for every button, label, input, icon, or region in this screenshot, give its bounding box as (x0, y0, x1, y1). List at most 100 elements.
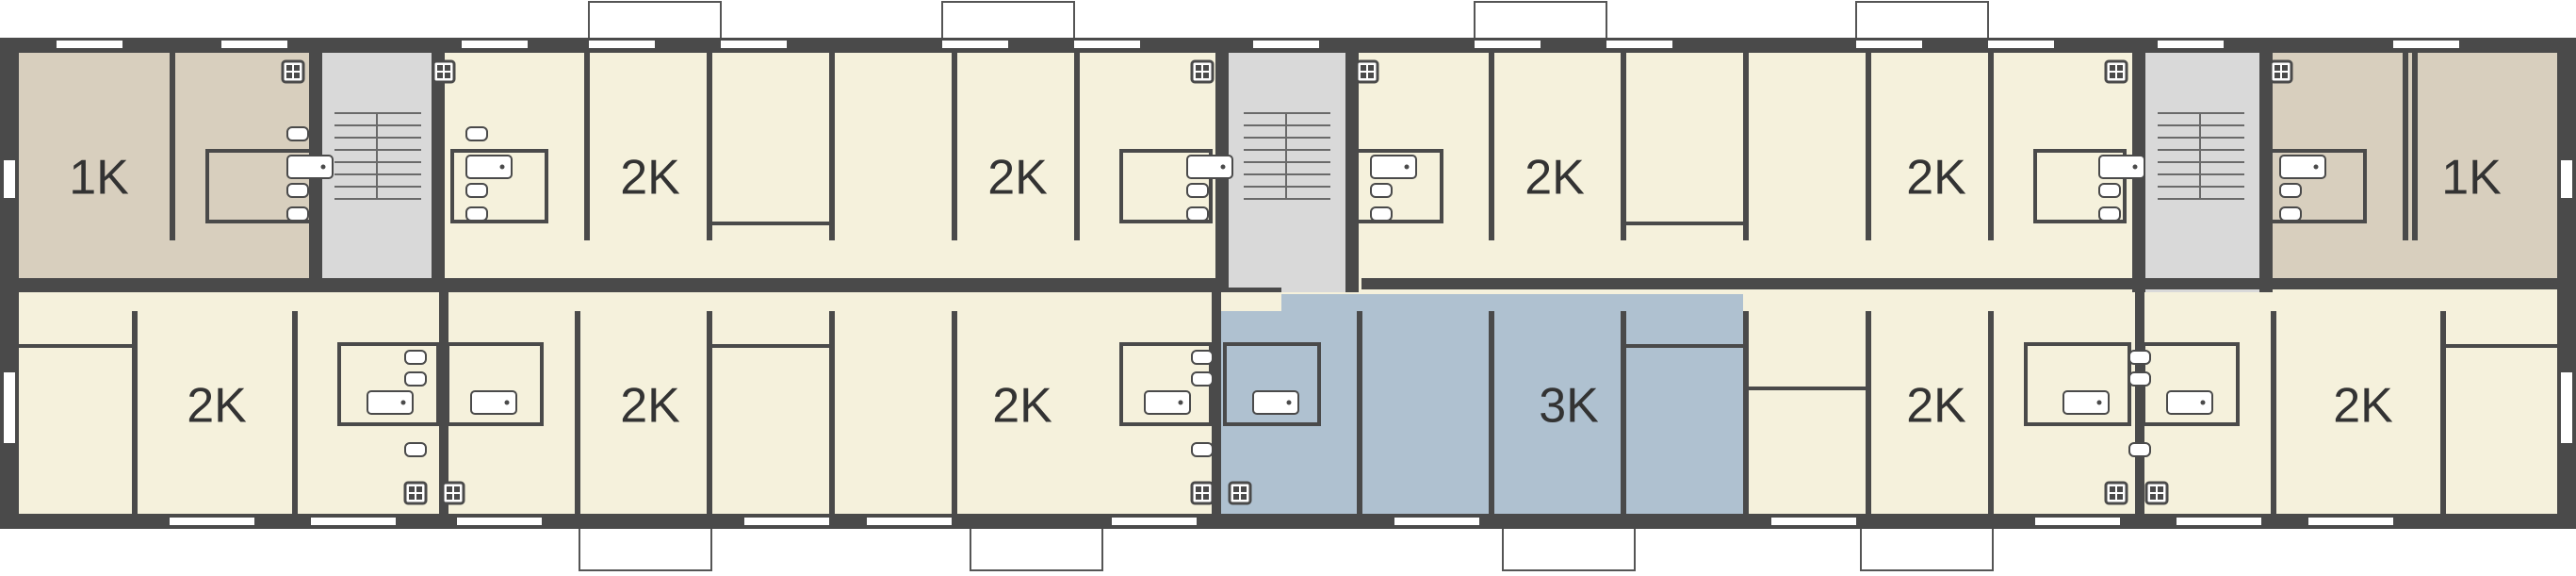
stair-wall (2259, 52, 2273, 292)
partition-wall (1489, 311, 1494, 514)
bathtub-icon (470, 390, 517, 415)
apartment-divider (1212, 292, 1221, 518)
sink-icon (2098, 206, 2121, 222)
apartment-2k-bottom-4[interactable] (1743, 294, 2139, 517)
outer-wall-bottom (0, 514, 2576, 529)
window (2035, 518, 2120, 525)
bathroom-box (2033, 149, 2127, 223)
bathtub-icon (2062, 390, 2110, 415)
bathroom-box (1223, 342, 1321, 426)
window (1771, 518, 1856, 525)
vent-grid (2282, 73, 2288, 78)
bathroom-box (2269, 149, 2367, 223)
vent-grid (1361, 73, 1366, 78)
corridor-wall-top-right (1361, 278, 2558, 289)
corridor-line (19, 288, 1281, 292)
vent-grid (447, 486, 452, 492)
partition-wall (1988, 52, 1994, 240)
sink-icon (2128, 350, 2151, 365)
vent-grid (2117, 73, 2123, 78)
vent-grid (437, 65, 443, 71)
window (170, 518, 254, 525)
sink-icon (286, 126, 309, 141)
vent-icon (403, 481, 428, 505)
window (2308, 518, 2393, 525)
partition-wall (1621, 52, 1626, 240)
room-wall (707, 222, 835, 225)
apartment-1k-top-left[interactable] (19, 52, 311, 278)
balcony-top-1 (588, 1, 722, 38)
bathroom-box (1355, 149, 1443, 223)
vent-grid (2117, 486, 2123, 492)
partition-wall (1489, 52, 1494, 240)
bathtub-icon (367, 390, 414, 415)
sink-icon (1370, 183, 1393, 198)
bathroom-box (2024, 342, 2131, 426)
window (457, 518, 542, 525)
bathtub-icon (286, 155, 334, 179)
apartment-divider (439, 292, 448, 518)
vent-icon (2269, 59, 2293, 84)
partition-wall (1621, 311, 1626, 514)
balcony-top-2 (941, 1, 1075, 38)
sink-icon (286, 183, 309, 198)
vent-grid (1241, 494, 1247, 500)
bathtub-icon (2166, 390, 2213, 415)
sink-icon (1186, 183, 1209, 198)
vent-grid (1368, 65, 1374, 71)
vent-icon (1228, 481, 1252, 505)
partition-wall (1357, 311, 1362, 514)
drain-icon (1178, 400, 1183, 405)
walls-layer (0, 38, 2576, 529)
balcony-top-4 (1855, 1, 1989, 38)
room-wall (1743, 387, 1866, 390)
sink-icon (404, 371, 427, 387)
bathroom-box (1119, 149, 1213, 223)
vent-grid (454, 486, 460, 492)
vent-icon (2144, 481, 2169, 505)
apartment-2k-bottom-5[interactable] (2139, 294, 2558, 517)
window-side (4, 160, 15, 198)
bathtub-icon (1252, 390, 1299, 415)
window (1988, 41, 2054, 48)
sink-icon (465, 183, 488, 198)
apartment-2k-top-4[interactable] (1743, 52, 2139, 278)
vent-grid (2150, 486, 2156, 492)
partition-wall (829, 52, 835, 240)
vent-grid (286, 65, 292, 71)
window (1074, 41, 1140, 48)
vent-grid (1361, 65, 1366, 71)
stairwells-layer (316, 52, 2261, 292)
sink-icon (1191, 350, 1214, 365)
window-side (2561, 405, 2572, 443)
stair-wall (1345, 52, 1359, 292)
vent-grid (2274, 73, 2280, 78)
window (1475, 41, 1541, 48)
window (1856, 41, 1922, 48)
apartment-2k-bottom-1[interactable] (19, 294, 443, 517)
partition-wall (1074, 52, 1080, 240)
room-wall (1621, 344, 1749, 348)
apartment-2k-bottom-2[interactable] (443, 294, 829, 517)
partition-wall (575, 311, 580, 514)
drain-icon (1286, 400, 1292, 405)
apartment-3k-bottom[interactable] (1215, 294, 1743, 517)
window (589, 41, 655, 48)
balcony-bottom-4 (1860, 528, 1994, 571)
drain-icon (320, 164, 326, 170)
partition-wall (952, 311, 957, 514)
windows-layer (4, 41, 2572, 525)
vent-grid (2158, 494, 2163, 500)
window (221, 41, 287, 48)
window (311, 518, 396, 525)
partition-wall (584, 52, 590, 240)
drain-icon (504, 400, 510, 405)
window (721, 41, 787, 48)
apartment-2k-bottom-3[interactable] (829, 283, 1281, 517)
partition-wall (1866, 311, 1871, 514)
sink-icon (1191, 442, 1214, 457)
apartment-divider (2135, 292, 2144, 518)
apartment-2k-top-2[interactable] (829, 52, 1215, 278)
window (744, 518, 829, 525)
